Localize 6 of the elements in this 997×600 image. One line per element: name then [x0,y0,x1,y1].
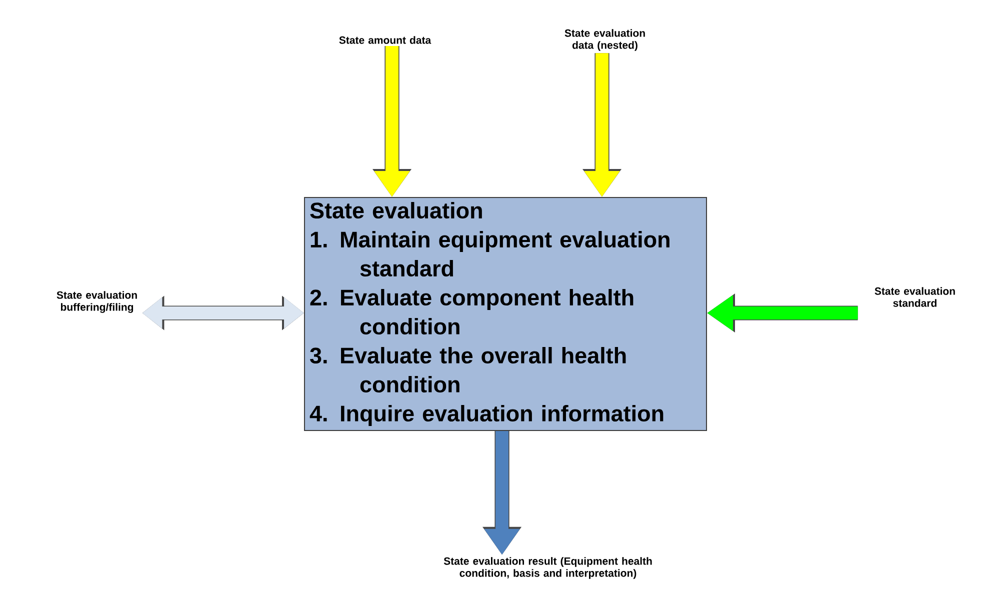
label-text: State evaluation result (Equipment health condition, basis and interpretation) [444,557,652,579]
label-text: State evaluation buffering/filing [56,291,137,313]
label-text: State evaluation standard [874,287,955,307]
label-text: State amount data [339,36,432,44]
label-text: State evaluation data (nested) [564,29,645,51]
process-box: State evaluation 1. Maintain equipment evaluation standard 2. Evaluate component health condition 3. Evaluate the overall health condition 4. Inquire evaluation information [304,197,707,431]
